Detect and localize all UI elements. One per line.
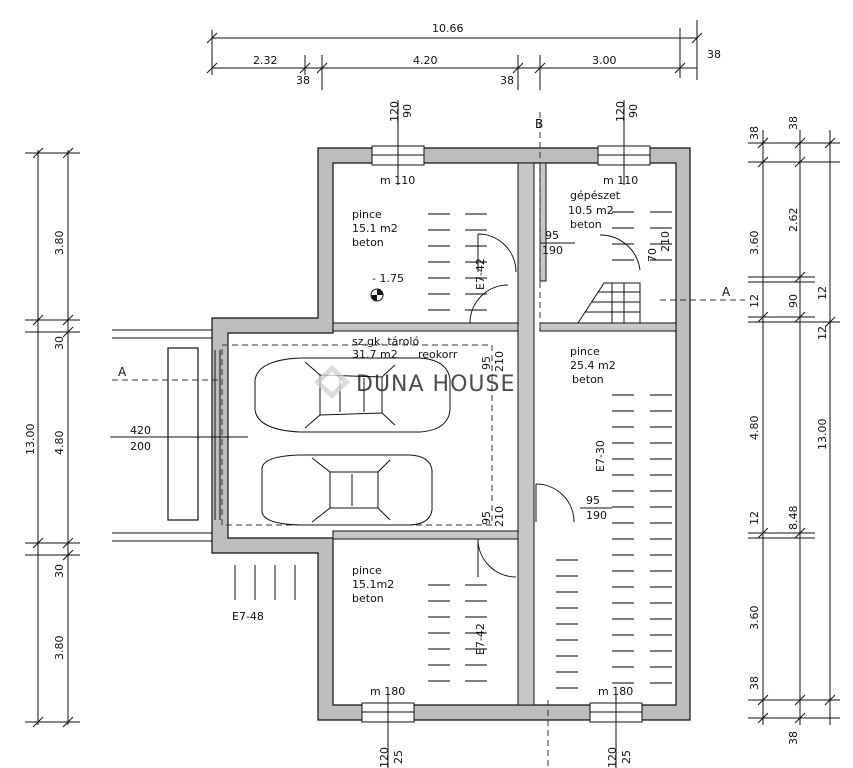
dim-right-r3: 4.80 [748, 416, 761, 441]
floor-hatch [428, 211, 672, 689]
win-tr-width: 120 [614, 101, 627, 122]
dim-right-r1: 2.62 [787, 208, 800, 233]
dim-right-r2d: 12 [816, 326, 829, 340]
win-bl-width: 120 [378, 747, 391, 768]
dim-right-total: 13.00 [816, 419, 829, 451]
dim-tick-a: 38 [296, 74, 310, 87]
room-garage-floor: reokorr [418, 348, 458, 361]
dim-seg-mid: 4.20 [413, 54, 438, 67]
dim-right-top-wall-b: 38 [787, 116, 800, 130]
window-labels: 120 90 m 110 120 90 m 110 m 180 120 25 m… [370, 101, 640, 768]
dim-right-r5: 3.60 [748, 606, 761, 631]
wall-label-e742-b: E7-42 [474, 623, 487, 655]
left-dimension-chain: 13.00 3.80 30 4.80 30 3.80 [24, 147, 80, 728]
dim-left-middle: 4.80 [53, 431, 66, 456]
section-a-right: A [722, 285, 731, 299]
win-br-m: m 180 [598, 685, 633, 698]
section-a-left: A [118, 365, 127, 379]
watermark: DUNA HOUSE [314, 365, 515, 399]
dim-tick-b: 38 [500, 74, 514, 87]
room-nw-name: pince [352, 208, 382, 221]
doors [469, 233, 641, 578]
door2-height: 210 [493, 351, 506, 372]
room-e-floor: beton [572, 373, 604, 386]
room-sw-area: 15.1m2 [352, 578, 394, 591]
dim-right-r3b: 12 [748, 511, 761, 525]
win-br-height: 25 [620, 750, 633, 764]
section-b: B [535, 117, 543, 131]
win-tl-width: 120 [388, 101, 401, 122]
dim-right-top-wall: 38 [748, 126, 761, 140]
dim-left-top: 3.80 [53, 231, 66, 256]
stair-width: 70 [646, 248, 659, 262]
level-marker-icon [370, 288, 384, 302]
door4-height: 210 [493, 506, 506, 527]
room-garage-name: sz.gk. tároló [352, 335, 419, 348]
room-garage-area: 31.7 m2 [352, 348, 398, 361]
dim-right-r2c: 12 [816, 286, 829, 300]
level-label: - 1.75 [372, 272, 404, 285]
dim-seg-left: 2.32 [253, 54, 278, 67]
dim-total-width: 10.66 [432, 22, 464, 35]
dim-right-r1b: 3.60 [748, 231, 761, 256]
building-walls [211, 147, 691, 721]
win-tr-m: m 110 [603, 174, 638, 187]
win-bl-m: m 180 [370, 685, 405, 698]
dim-right-r2a: 12 [748, 294, 761, 308]
stair-height: 210 [659, 231, 672, 252]
room-gep-area: 10.5 m2 [568, 204, 614, 217]
dim-left-total: 13.00 [24, 424, 37, 456]
win-tr-height: 90 [627, 104, 640, 118]
door-labels: 95 190 95 210 95 190 95 210 70 210 [480, 229, 672, 527]
duna-house-logo-icon [314, 365, 350, 399]
wall-label-e742-a: E7-42 [474, 258, 487, 290]
room-e-area: 25.4 m2 [570, 359, 616, 372]
window-openings [361, 100, 651, 768]
room-gep-name: gépészet [570, 189, 621, 202]
door1-width: 95 [545, 229, 559, 242]
wall-label-e730: E7-30 [594, 440, 607, 472]
room-sw-name: pince [352, 564, 382, 577]
win-tl-height: 90 [401, 104, 414, 118]
room-nw-floor: beton [352, 236, 384, 249]
dim-left-wall-top: 30 [53, 336, 66, 350]
door4-width: 95 [480, 511, 493, 525]
door2-width: 95 [480, 356, 493, 370]
door3-width: 95 [586, 494, 600, 507]
dim-right-bottom-wall: 38 [748, 676, 761, 690]
driveway: 420 200 [110, 329, 493, 600]
top-dimension-chain: 10.66 2.32 4.20 3.00 38 38 38 [206, 20, 721, 90]
room-nw-area: 15.1 m2 [352, 222, 398, 235]
room-labels: pince 15.1 m2 beton gépészet 10.5 m2 bet… [232, 189, 621, 655]
dim-right-r2b: 90 [787, 294, 800, 308]
dim-wall-right: 38 [707, 48, 721, 61]
win-tl-m: m 110 [380, 174, 415, 187]
gate-width: 420 [130, 424, 151, 437]
gate-height: 200 [130, 440, 151, 453]
dim-right-bottom-wall-b: 38 [787, 731, 800, 745]
door3-height: 190 [586, 509, 607, 522]
dim-right-r4: 8.48 [787, 506, 800, 531]
dim-left-wall-bottom: 30 [53, 564, 66, 578]
stair [577, 234, 641, 324]
wall-label-e748: E7-48 [232, 610, 264, 623]
room-sw-floor: beton [352, 592, 384, 605]
room-gep-floor: beton [570, 218, 602, 231]
car-bottom [261, 454, 433, 526]
right-dimension-chain: 38 38 2.62 3.60 12 90 12 12 4.80 13.00 1… [748, 116, 840, 745]
win-bl-height: 25 [392, 750, 405, 764]
win-br-width: 120 [606, 747, 619, 768]
dim-left-bottom: 3.80 [53, 636, 66, 661]
room-e-name: pince [570, 345, 600, 358]
dim-seg-right: 3.00 [592, 54, 617, 67]
door1-height: 190 [542, 244, 563, 257]
section-markers: A A B [112, 112, 745, 768]
watermark-text: DUNA HOUSE [356, 372, 515, 397]
